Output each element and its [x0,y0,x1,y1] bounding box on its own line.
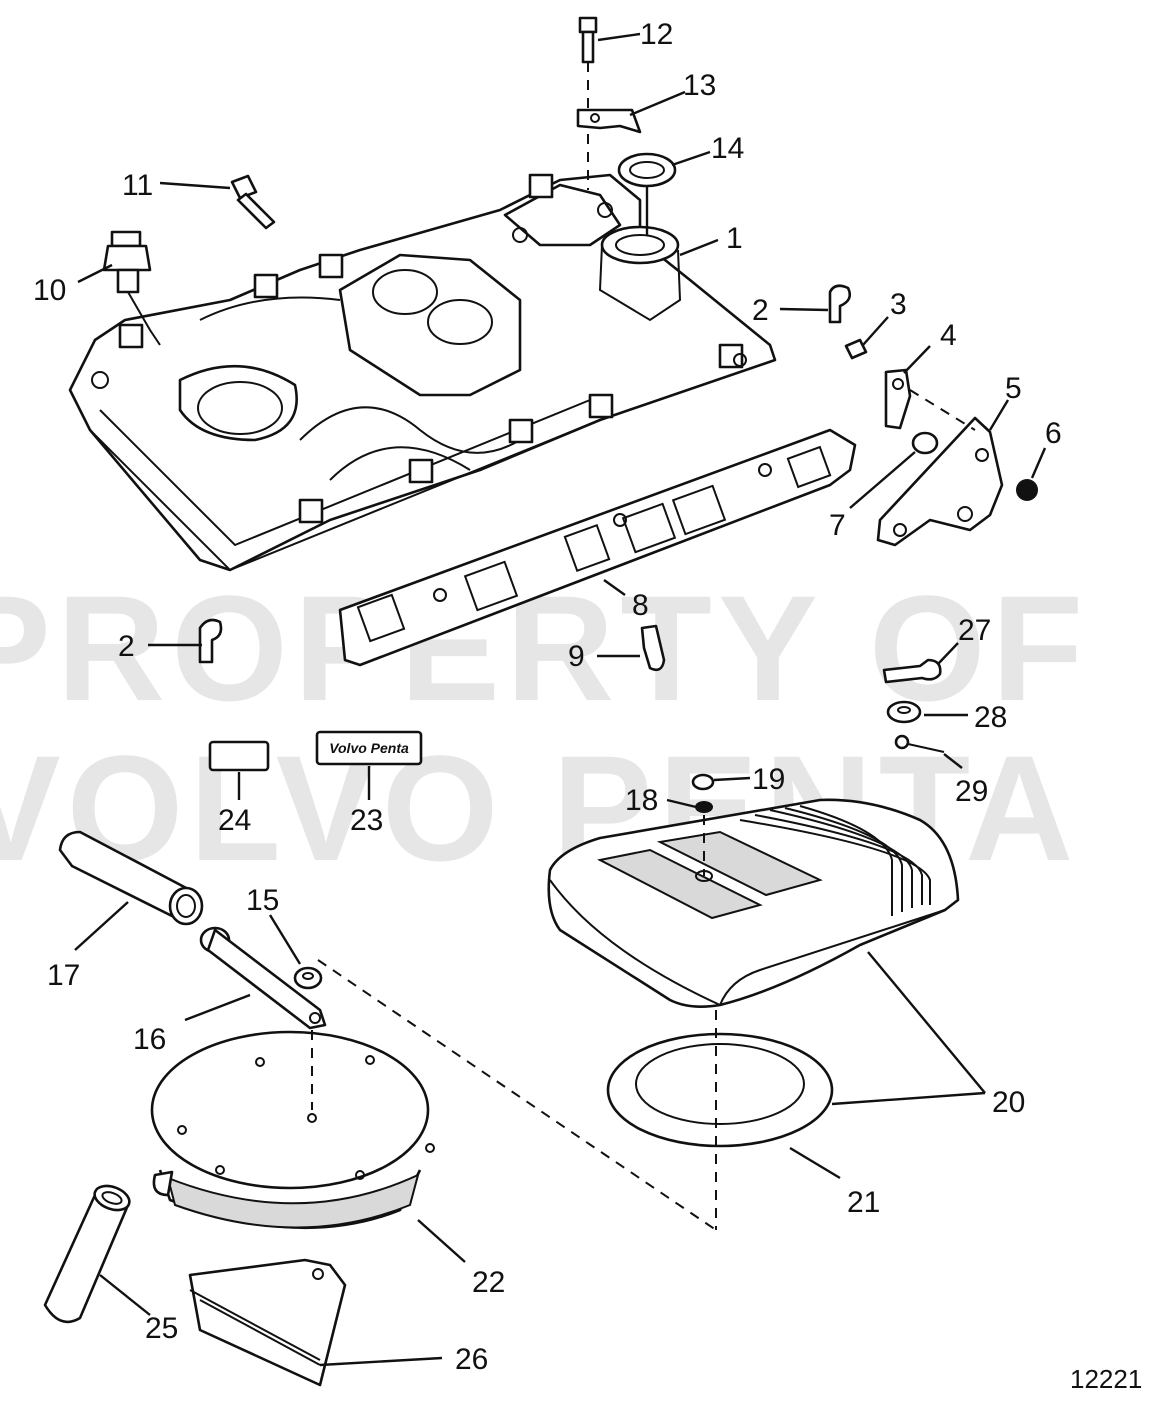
callout-8: 8 [632,589,649,622]
flame-arrestor-cover-20 [547,798,960,1008]
callout-19: 19 [752,763,785,796]
grommet-28 [886,700,922,724]
spacer-7 [911,431,939,455]
clip-2-lower [198,618,223,664]
seal-ring-14 [617,152,677,235]
screw-3 [844,338,868,360]
nut-15 [293,966,323,990]
nut-19 [691,773,715,791]
bolt-11 [230,174,276,230]
flame-arrestor-22 [150,1030,435,1230]
callout-5: 5 [1005,372,1022,405]
callout-24: 24 [218,804,251,837]
clip-9 [640,624,666,672]
decal-text: Volvo Penta [329,740,409,756]
callout-1: 1 [726,222,743,255]
decal-23: Volvo Penta [315,730,423,766]
callout-11: 11 [122,169,153,202]
callout-23: 23 [350,804,383,837]
callout-labels: 12 13 14 11 10 1 2 3 4 5 6 7 8 2 9 27 28… [33,18,1142,1394]
callout-9: 9 [568,640,585,673]
callout-16: 16 [133,1023,166,1056]
cable-end-27 [882,658,942,684]
callout-21: 21 [847,1186,880,1219]
gasket-ring-21 [606,1010,834,1230]
assembly-dash-line [317,959,717,1231]
hose-17 [58,830,204,926]
callout-22: 22 [472,1266,505,1299]
callout-17: 17 [47,959,80,992]
callout-13: 13 [683,69,716,102]
figure-number: 12221 [1070,1364,1142,1394]
nut-6 [1016,479,1038,501]
bolt-12 [578,16,598,190]
callout-12: 12 [640,18,673,51]
callout-2-lower: 2 [118,630,135,663]
callout-10: 10 [33,274,66,307]
callout-2-upper: 2 [752,294,769,327]
hose-25 [43,1184,131,1324]
callout-15: 15 [246,884,279,917]
callout-25: 25 [145,1312,178,1345]
callout-4: 4 [940,319,957,352]
callout-28: 28 [974,701,1007,734]
callout-20: 20 [992,1086,1025,1119]
clip-2-upper [828,284,852,324]
callout-3: 3 [890,288,907,321]
callout-29: 29 [955,775,988,808]
callout-7: 7 [829,509,846,542]
washer-18 [695,801,713,813]
breather-tube-16 [199,926,327,1030]
callout-14: 14 [711,132,744,165]
callout-26: 26 [455,1343,488,1376]
bracket-13 [576,108,642,134]
manifold-gasket-8 [338,428,857,667]
leader-lines [74,32,1047,1367]
bracket-26 [188,1258,347,1387]
throttle-bracket-5 [876,389,1004,547]
callout-18: 18 [625,784,658,817]
callout-27: 27 [958,614,991,647]
intake-manifold [68,173,777,572]
callout-6: 6 [1045,417,1062,450]
cotter-pin-29 [894,734,945,753]
label-24 [208,740,270,772]
cable-clamp-4 [884,368,912,430]
temperature-sender [102,230,161,346]
